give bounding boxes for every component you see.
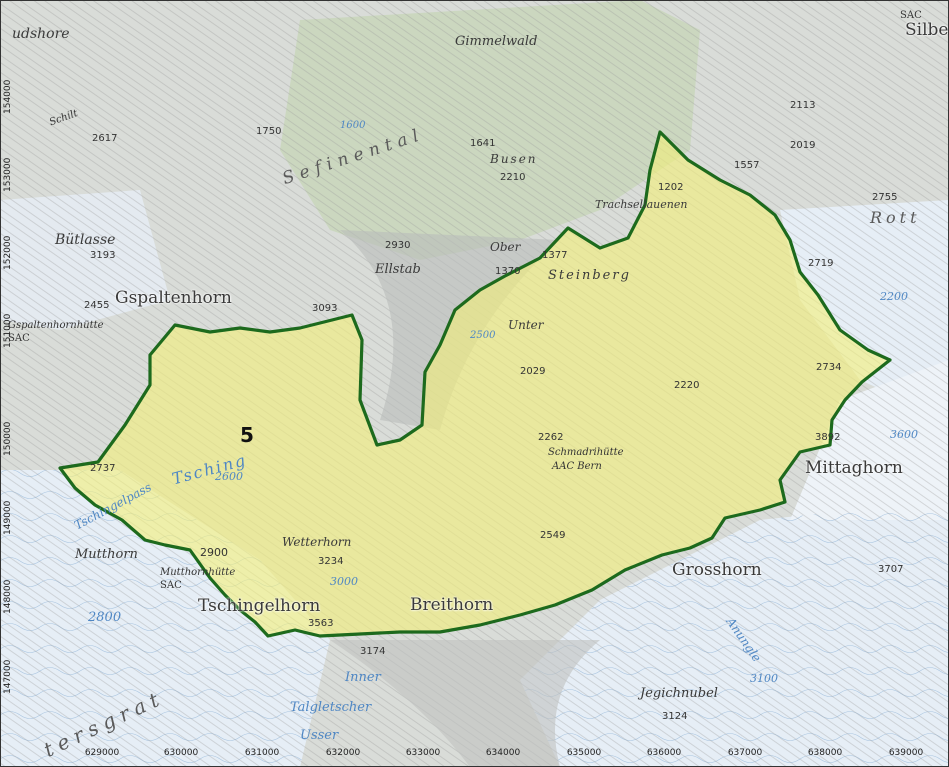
elev-3124: 3124 <box>662 711 688 722</box>
y-tick-151000: 151000 <box>3 313 13 348</box>
label-ober: Ober <box>490 240 521 254</box>
elev-2500: 2500 <box>470 330 496 341</box>
x-tick-633000: 633000 <box>405 748 441 758</box>
x-tick-631000: 631000 <box>244 748 280 758</box>
elev-3563: 3563 <box>308 618 334 629</box>
label-sac-silbe: SAC <box>900 10 922 21</box>
elev-2113: 2113 <box>790 100 816 111</box>
label-jegichnubel: Jegichnubel <box>640 686 718 701</box>
label-mutthornhuette: Mutthornhütte <box>160 567 236 578</box>
label-grosshorn: Grosshorn <box>672 560 762 580</box>
label-sac-mutthorn: SAC <box>160 580 182 591</box>
elev-3892: 3892 <box>815 432 841 443</box>
label-gimmelwald: Gimmelwald <box>455 34 538 49</box>
x-tick-630000: 630000 <box>163 748 199 758</box>
label-talgletscher: Talgletscher <box>290 700 372 715</box>
elev-2719: 2719 <box>808 258 834 269</box>
elev-1202: 1202 <box>658 182 684 193</box>
elev-1377: 1377 <box>542 250 568 261</box>
elev-1750: 1750 <box>256 126 282 137</box>
elev-1557: 1557 <box>734 160 760 171</box>
x-tick-634000: 634000 <box>485 748 521 758</box>
elev-3174: 3174 <box>360 646 386 657</box>
x-tick-635000: 635000 <box>566 748 602 758</box>
elev-2617: 2617 <box>92 133 118 144</box>
label-usser: Usser <box>300 728 339 743</box>
label-mittaghorn: Mittaghorn <box>805 458 903 478</box>
elev-2200: 2200 <box>880 290 908 303</box>
label-gspaltenhornhuette: Gspaltenhornhütte <box>8 320 104 331</box>
elev-2455: 2455 <box>84 300 110 311</box>
elev-1370: 1370 <box>495 266 521 277</box>
y-tick-153000: 153000 <box>3 157 13 192</box>
elev-3100: 3100 <box>750 672 778 685</box>
label-busen: Busen <box>490 152 538 166</box>
elev-1641: 1641 <box>470 138 496 149</box>
elev-3000: 3000 <box>330 575 358 588</box>
label-sac-gspaltenhorn: SAC <box>8 333 30 344</box>
elev-2210: 2210 <box>500 172 526 183</box>
x-tick-639000: 639000 <box>888 748 924 758</box>
elev-2930: 2930 <box>385 240 411 251</box>
label-inner: Inner <box>345 670 381 685</box>
study-area-label: 5 <box>240 423 254 447</box>
y-tick-148000: 148000 <box>3 579 13 614</box>
label-unter: Unter <box>508 318 544 332</box>
label-wetterhorn: Wetterhorn <box>282 535 352 549</box>
label-silbe: Silbe <box>905 20 949 40</box>
x-tick-637000: 637000 <box>727 748 763 758</box>
elev-2734: 2734 <box>816 362 842 373</box>
label-buetlasse: Bütlasse <box>55 232 116 248</box>
elev-2600: 2600 <box>215 470 243 483</box>
elev-2755: 2755 <box>872 192 898 203</box>
elev-3093: 3093 <box>312 303 338 314</box>
y-tick-150000: 150000 <box>3 421 13 456</box>
label-schilt: Schilt <box>48 107 80 129</box>
label-aac-bern: AAC Bern <box>552 461 602 472</box>
elev-3193: 3193 <box>90 250 116 261</box>
rock-ridge-south <box>330 640 600 767</box>
y-tick-154000: 154000 <box>3 79 13 114</box>
y-tick-147000: 147000 <box>3 659 13 694</box>
label-anungle: Anungle <box>723 615 764 665</box>
elev-2019: 2019 <box>790 140 816 151</box>
label-mutthorn: Mutthorn <box>75 547 138 562</box>
x-tick-629000: 629000 <box>84 748 120 758</box>
elev-2220: 2220 <box>674 380 700 391</box>
elev-2900: 2900 <box>200 546 228 559</box>
elev-2262: 2262 <box>538 432 564 443</box>
elev-2549: 2549 <box>540 530 566 541</box>
label-udshore: udshore <box>12 26 70 42</box>
elev-2029: 2029 <box>520 366 546 377</box>
study-area-polygon[interactable] <box>58 130 892 638</box>
label-breithorn: Breithorn <box>410 595 494 615</box>
elev-2800: 2800 <box>88 610 122 625</box>
label-tschingelhorn: Tschingelhorn <box>198 596 321 616</box>
label-tschingelpass: Tschingelpass <box>72 480 154 533</box>
y-tick-152000: 152000 <box>3 235 13 270</box>
y-tick-149000: 149000 <box>3 500 13 535</box>
label-ellstab: Ellstab <box>375 262 421 277</box>
x-tick-638000: 638000 <box>807 748 843 758</box>
label-sefinental: Sefinental <box>280 124 427 190</box>
label-steinberg: Steinberg <box>548 268 631 283</box>
x-tick-632000: 632000 <box>325 748 361 758</box>
label-gspaltenhorn: Gspaltenhorn <box>115 288 232 308</box>
x-tick-636000: 636000 <box>646 748 682 758</box>
label-trachsellauenen: Trachsellauenen <box>595 198 688 211</box>
elev-3707: 3707 <box>878 564 904 575</box>
elev-1600: 1600 <box>340 120 366 131</box>
label-schmadrihuette: Schmadrihütte <box>548 447 624 458</box>
elev-3234: 3234 <box>318 556 344 567</box>
elev-3600: 3600 <box>890 428 918 441</box>
elev-2737: 2737 <box>90 463 116 474</box>
label-rott: Rott <box>870 208 921 227</box>
